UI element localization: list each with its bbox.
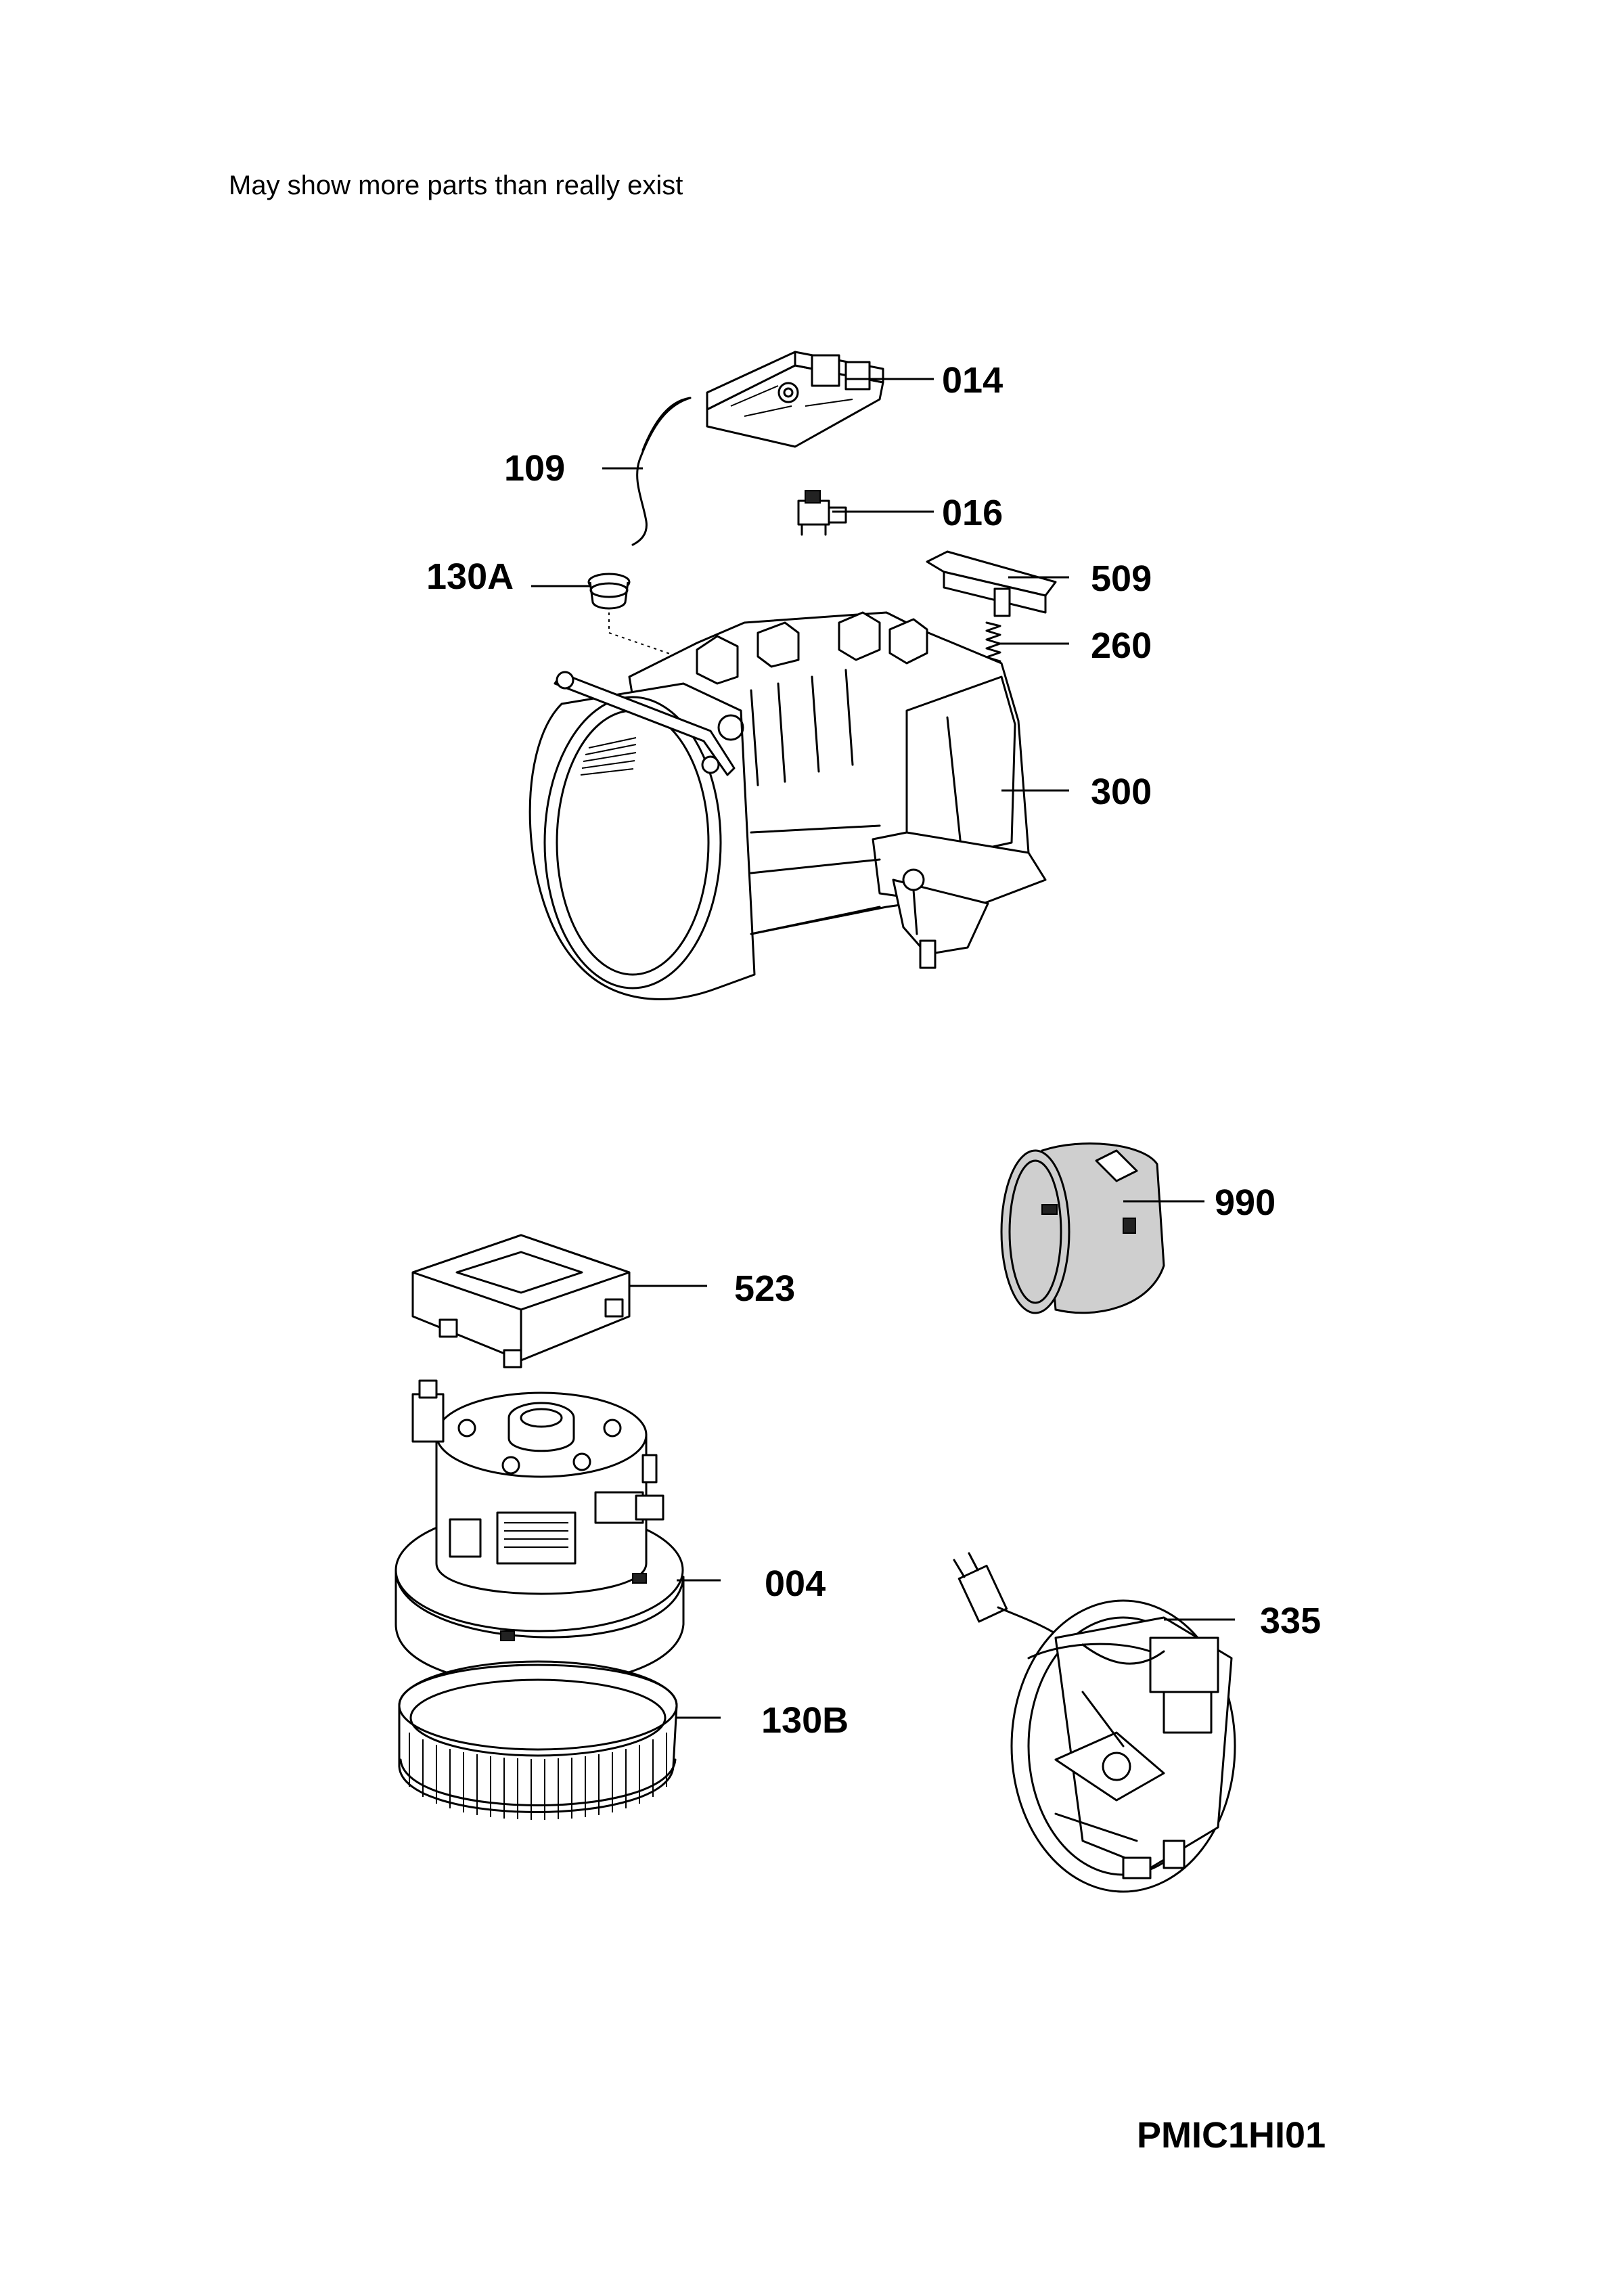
- part-335-drawing: [953, 1552, 1236, 1893]
- part-label-260: 260: [1091, 625, 1152, 666]
- part-300-drawing: [528, 611, 1047, 1000]
- part-109-drawing: [631, 397, 692, 546]
- part-label-016: 016: [942, 493, 1003, 533]
- part-014-drawing: [706, 351, 884, 448]
- part-004-drawing: [394, 1379, 685, 1687]
- part-label-300: 300: [1091, 772, 1152, 812]
- part-523-drawing: [411, 1234, 631, 1368]
- part-label-130B: 130B: [761, 1700, 849, 1741]
- part-130A-drawing: [587, 573, 708, 667]
- part-label-523: 523: [734, 1268, 795, 1309]
- part-509-drawing: [926, 550, 1057, 617]
- part-130B-drawing: [398, 1660, 678, 1820]
- part-label-014: 014: [942, 360, 1003, 401]
- part-label-004: 004: [765, 1563, 826, 1604]
- part-label-509: 509: [1091, 558, 1152, 599]
- part-990-drawing: [1000, 1142, 1165, 1314]
- part-label-990: 990: [1215, 1182, 1276, 1223]
- part-label-109: 109: [504, 448, 565, 489]
- part-label-130A: 130A: [426, 556, 514, 597]
- part-label-335: 335: [1260, 1601, 1321, 1641]
- part-016-drawing: [797, 490, 847, 536]
- diagram-code: PMIC1HI01: [1137, 2115, 1326, 2156]
- note-text: May show more parts than really exist: [229, 171, 683, 200]
